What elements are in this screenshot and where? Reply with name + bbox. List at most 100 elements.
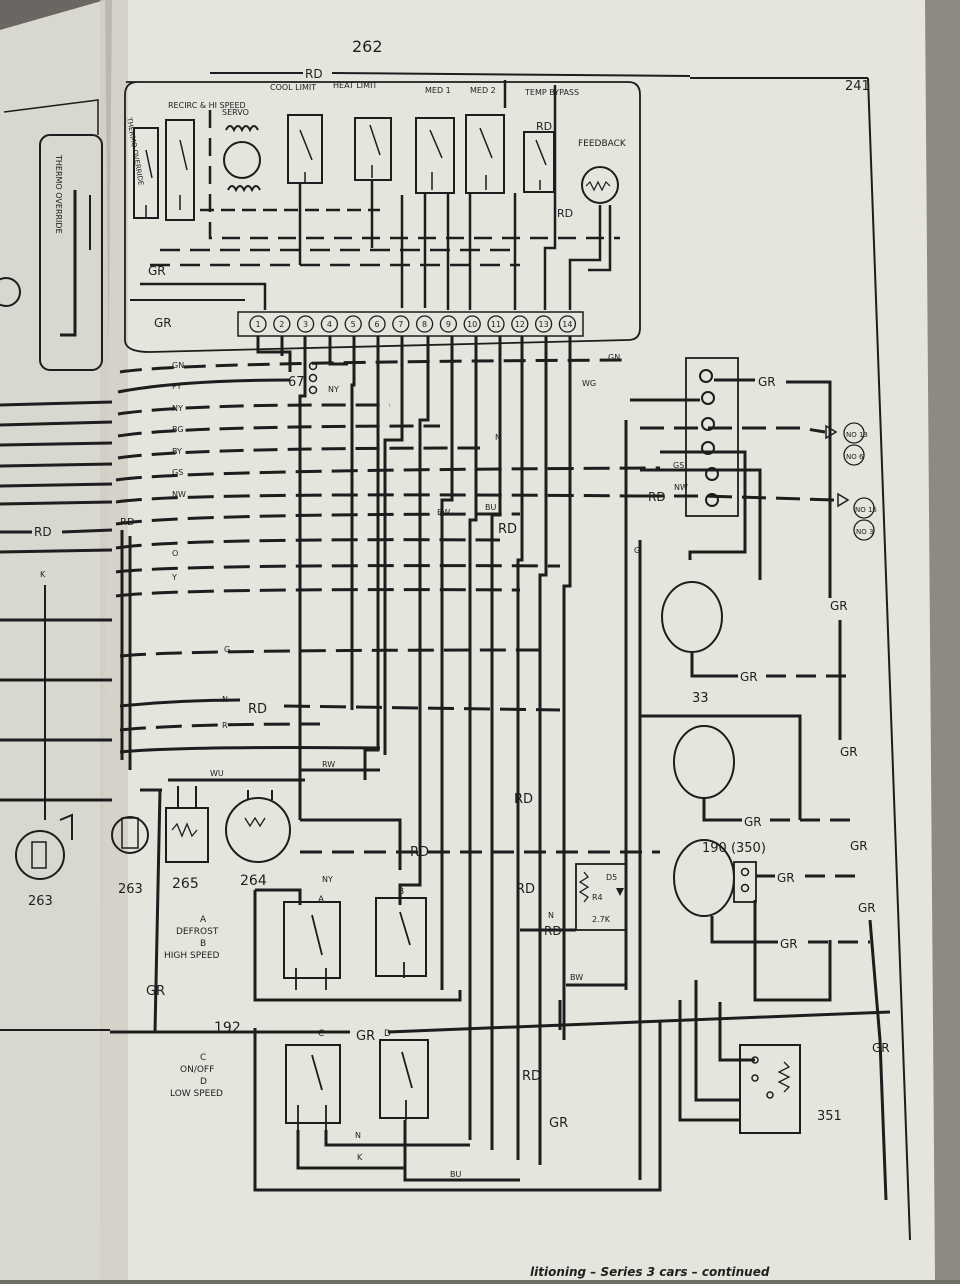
terminal-8: [415, 315, 434, 333]
wire-n-resistor-label: N: [548, 911, 554, 920]
wire-rd-890-label: RD: [516, 882, 535, 897]
d5-label: D5: [606, 873, 617, 882]
component-264: [225, 797, 291, 863]
terminal-9: [439, 315, 458, 333]
page-number: 241: [845, 79, 870, 94]
switch-d-low-speed: [379, 1039, 429, 1119]
wire-o-label: O: [172, 549, 178, 558]
resistor-value-label: 2.7K: [592, 915, 611, 924]
wire-n-lower-label: N: [355, 1131, 361, 1140]
switch-d-letter: D: [384, 1029, 391, 1039]
module-gr-upper: GR: [148, 264, 166, 278]
connector-rd-label: RD: [648, 490, 666, 504]
component-263-label: 263: [118, 882, 143, 897]
right-page: [100, 0, 940, 1280]
servo-motor: [223, 141, 261, 179]
med1-switch: [415, 117, 455, 194]
right-section: GR GS RD NW NO 13 NO 6 NO 16 NO 3 33 GR …: [624, 357, 890, 1201]
feedback-potentiometer: [581, 166, 619, 204]
terminal-5: [344, 315, 362, 333]
right-gr-5-label: GR: [872, 1041, 890, 1055]
left-page: [0, 0, 118, 1280]
wire-bu-lower-label: BU: [450, 1170, 461, 1179]
left-page-diagram: THERMO OVERRIDE RD K 263: [0, 99, 113, 1031]
terminal-number: 12: [515, 320, 525, 329]
feedback-label: FEEDBACK: [578, 139, 627, 149]
component-67-label: 67: [288, 375, 305, 390]
switch-a-letter: A: [318, 895, 325, 905]
caption-line-onoff: ON/OFF: [180, 1065, 214, 1075]
wire-rd-1075-label: RD: [522, 1069, 541, 1084]
r4-label: R4: [592, 893, 603, 902]
wire-rd-800-label: RD: [514, 792, 533, 807]
terminal-number: 9: [446, 320, 451, 329]
terminal-number: 1: [255, 320, 260, 329]
terminal-2: [273, 315, 291, 333]
wire-bw-lower-label: BW: [570, 973, 583, 982]
terminal-14: [558, 315, 577, 333]
wire-ny-67-label: NY: [328, 385, 339, 394]
ground-left-label: GR: [146, 984, 165, 999]
connector-gs-label: GS: [673, 461, 684, 470]
med2-label: MED 2: [470, 86, 496, 95]
wire-gn-right-label: GN: [608, 353, 620, 362]
servo-label: SERVO: [222, 108, 249, 117]
servo-coil-top: [225, 125, 259, 133]
switch-b-letter: B: [398, 887, 404, 897]
component-265-label: 265: [172, 876, 199, 892]
sensor-263: [111, 816, 149, 854]
terminal-number: 6: [374, 320, 379, 329]
motor2-gr-label: GR: [744, 815, 762, 829]
caption-line-high-speed: HIGH SPEED: [164, 951, 220, 961]
terminal-number: 4: [327, 320, 332, 329]
wire-py-label: PY: [172, 382, 182, 391]
terminal-number: 13: [539, 320, 549, 329]
footer-caption: litioning – Series 3 cars – continued: [530, 1265, 770, 1279]
page-gutter: [100, 0, 128, 1280]
wire-gn-label: GN: [172, 361, 184, 370]
terminal-3: [296, 315, 315, 333]
wire-n-upper-label: N: [495, 433, 501, 442]
caption-line-defrost: DEFROST: [176, 927, 219, 937]
ground-bus-label: GR: [356, 1029, 375, 1044]
terminal-12: [511, 315, 529, 333]
recirc-hi-speed-label: RECIRC & HI SPEED: [168, 101, 246, 110]
wire-by-label: BY: [172, 447, 182, 456]
component-351-label: 351: [817, 1109, 842, 1124]
terminal-13: [534, 315, 553, 333]
temp-bypass-rd-label: RD: [536, 120, 552, 133]
wire-rd-left-label: RD: [120, 517, 135, 528]
wire-rw-label: RW: [322, 760, 335, 769]
lower-components: 263 265 264 R4 D5 2.7K NY A B A DEFROST …: [110, 786, 891, 1192]
terminal-number: 14: [562, 320, 572, 329]
page-border-right: [867, 77, 911, 1241]
servo-coil-bottom: [227, 185, 261, 193]
control-module: RD THERMO OVERRIDE RECIRC & HI SPEED SER…: [124, 67, 691, 353]
connector-no6-label: NO 6: [846, 453, 864, 461]
wire-ny-switch-label: NY: [322, 875, 333, 884]
wire-rd-521-label: RD: [498, 522, 517, 537]
caption-line-c: C: [200, 1053, 206, 1063]
connector-gr-label: GR: [758, 375, 776, 389]
right-gr-2-label: GR: [840, 745, 858, 759]
terminal-4: [320, 315, 339, 333]
wire-nw-label: NW: [172, 490, 186, 499]
wire-rd-852-label: RD: [410, 845, 429, 860]
module-top-rd-label: RD: [305, 67, 323, 81]
left-k-label: K: [40, 570, 46, 579]
vertical-wires: 67 NY BW BU N RD RD RD RD RD RD N BW GR …: [120, 336, 660, 1165]
connector-nw-label: NW: [674, 483, 688, 492]
component-190-label: 190 (350): [702, 841, 766, 856]
terminal-number: 5: [351, 320, 356, 329]
wire-y-label: Y: [171, 573, 177, 582]
terminal-6: [368, 315, 386, 333]
terminal-number: 3: [303, 320, 308, 329]
wire-n-label: N: [222, 695, 228, 704]
component-33-label: 33: [692, 691, 709, 706]
motor33-gr-label: GR: [740, 670, 758, 684]
wire-bw-upper-label: BW: [437, 508, 450, 517]
component-192-label: 192: [214, 1020, 241, 1036]
